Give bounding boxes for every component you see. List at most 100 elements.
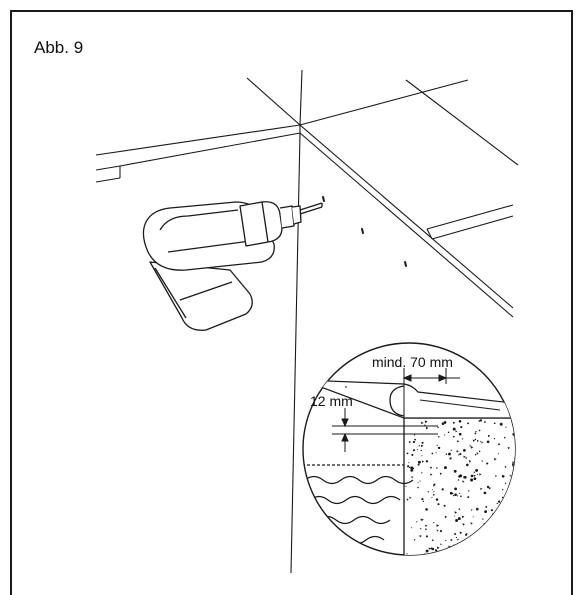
concrete-speck [425, 549, 429, 553]
concrete-speck [416, 448, 419, 451]
figure-frame [10, 10, 573, 595]
concrete-speck [445, 539, 447, 542]
concrete-speck [454, 487, 457, 491]
concrete-speck [470, 522, 473, 525]
concrete-speck [473, 477, 477, 481]
concrete-speck [420, 519, 422, 521]
concrete-speck [458, 454, 460, 456]
concrete-speck [411, 476, 414, 479]
concrete-speck [468, 490, 470, 492]
concrete-speck [475, 507, 479, 511]
concrete-speck [475, 468, 479, 472]
concrete-speck [517, 478, 519, 480]
concrete-speck [504, 465, 507, 468]
concrete-speck [458, 432, 462, 436]
concrete-speck [447, 431, 450, 434]
concrete-speck [439, 530, 443, 533]
concrete-speck [463, 449, 466, 452]
concrete-speck [513, 540, 515, 543]
concrete-speck [455, 519, 459, 522]
concrete-speck [512, 489, 515, 491]
concrete-speck [408, 462, 410, 464]
concrete-speck [431, 496, 433, 499]
concrete-speck [449, 491, 453, 495]
concrete-speck [459, 531, 463, 535]
concrete-speck [421, 441, 424, 444]
concrete-speck [511, 463, 515, 466]
concrete-speck [432, 493, 436, 496]
concrete-speck [438, 555, 439, 556]
concrete-speck [450, 456, 452, 459]
concrete-speck [408, 466, 411, 469]
concrete-speck [452, 427, 456, 431]
concrete-speck [460, 426, 463, 429]
concrete-speck [493, 512, 497, 516]
concrete-speck [478, 450, 481, 453]
concrete-speck [454, 515, 456, 517]
concrete-speck [420, 449, 422, 452]
concrete-speck [424, 424, 426, 426]
concrete-speck [458, 419, 462, 423]
concrete-speck [498, 553, 501, 555]
concrete-speck [512, 502, 515, 504]
concrete-speck [505, 426, 507, 428]
concrete-speck [466, 463, 469, 467]
concrete-speck [455, 430, 458, 433]
concrete-speck [493, 422, 496, 425]
concrete-speck [497, 500, 501, 503]
concrete-speck [422, 500, 425, 503]
concrete-speck [435, 452, 437, 454]
concrete-speck [458, 492, 461, 495]
concrete-speck [417, 460, 421, 464]
concrete-speck [458, 508, 461, 510]
concrete-speck [505, 496, 507, 499]
depth-label: 12 mm [310, 393, 353, 409]
concrete-speck [425, 508, 428, 511]
concrete-speck [421, 460, 425, 463]
concrete-speck [452, 435, 456, 438]
concrete-speck [494, 457, 497, 461]
concrete-speck [503, 547, 507, 551]
concrete-speck [417, 486, 419, 489]
concrete-speck [509, 474, 512, 477]
concrete-speck [483, 491, 487, 495]
concrete-speck [462, 523, 466, 526]
concrete-speck [449, 457, 452, 460]
concrete-speck [512, 461, 515, 464]
concrete-speck [511, 521, 514, 524]
concrete-speck [486, 440, 490, 444]
concrete-speck [409, 496, 412, 499]
concrete-speck [459, 553, 461, 555]
concrete-speck [424, 420, 428, 424]
concrete-speck [454, 511, 458, 514]
depth-dimension [332, 386, 438, 452]
concrete-speck [502, 530, 506, 534]
concrete-speck [407, 465, 410, 468]
concrete-speck [470, 474, 474, 478]
concrete-speck [413, 434, 416, 436]
concrete-speck [476, 546, 480, 549]
concrete-speck [437, 446, 441, 450]
concrete-speck [420, 527, 422, 530]
concrete-speck [474, 438, 477, 441]
concrete-speck [501, 488, 504, 491]
concrete-speck [496, 502, 498, 505]
concrete-speck [480, 545, 484, 548]
concrete-speck [492, 520, 494, 522]
concrete-speck [484, 421, 486, 423]
concrete-speck [506, 527, 509, 530]
concrete-speck [459, 474, 463, 478]
concrete-speck [462, 438, 464, 440]
concrete-speck [436, 529, 439, 532]
concrete-speck [472, 439, 476, 442]
concrete-speck [462, 480, 465, 483]
concrete-speck [486, 545, 490, 549]
concrete-speck [418, 445, 420, 447]
concrete-speck [498, 443, 500, 446]
concrete-speck [419, 480, 422, 482]
concrete-speck [474, 453, 477, 456]
concrete-speck [411, 453, 414, 456]
concrete-speck [482, 518, 484, 521]
concrete-speck [452, 494, 455, 497]
concrete-speck [504, 510, 508, 513]
